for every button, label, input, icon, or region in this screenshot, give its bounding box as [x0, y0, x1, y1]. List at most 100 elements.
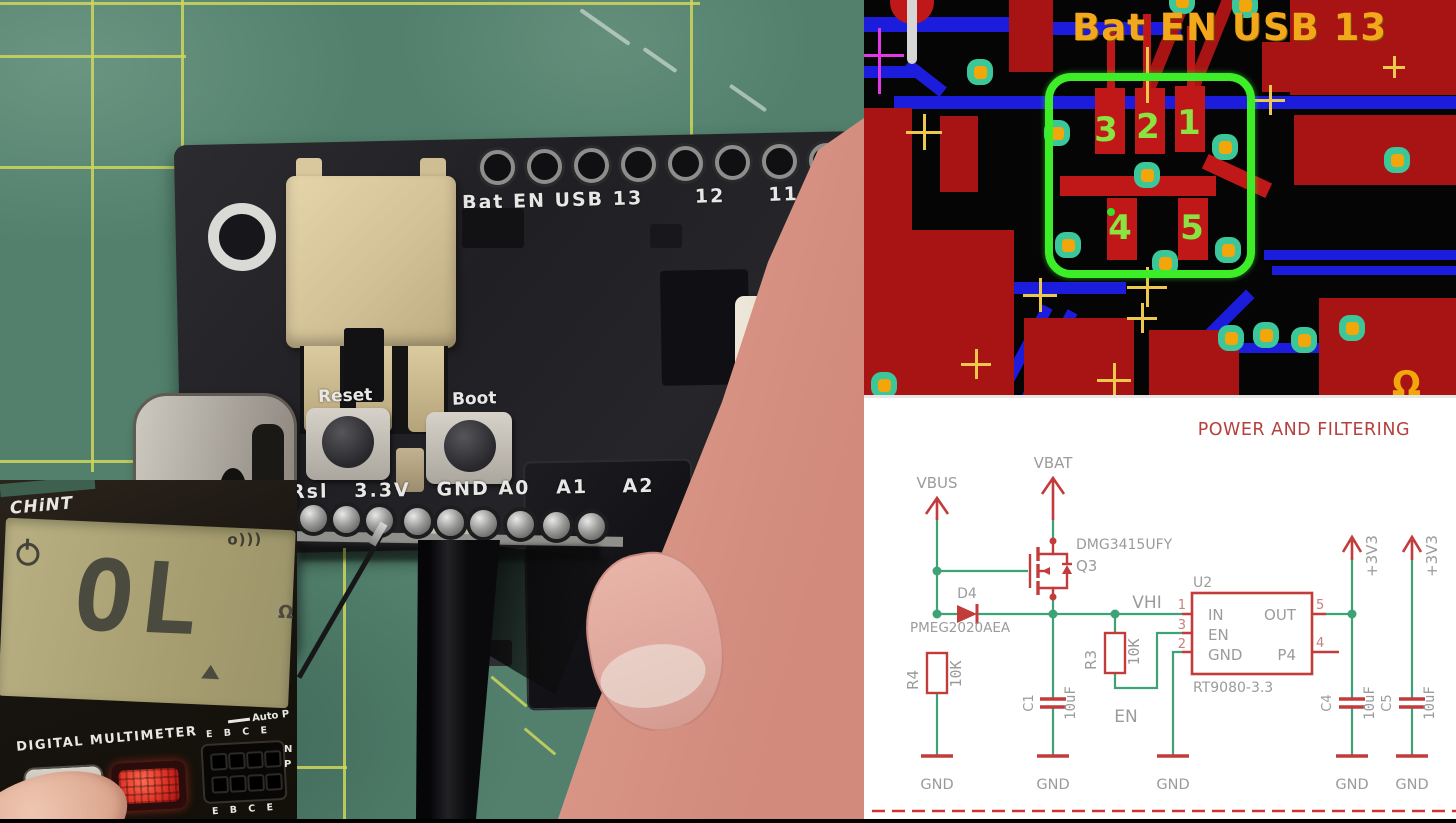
thumb [0, 752, 141, 819]
solder-pad [507, 511, 534, 538]
u2-pin-number-2: 2 [1178, 637, 1186, 652]
mosfet-arrow [1042, 567, 1050, 575]
pin-hole [527, 149, 562, 184]
c1-value: 10uF [1063, 686, 1079, 720]
drill-cross [961, 349, 991, 379]
multimeter-brand: CHiNT [9, 493, 75, 519]
via [1134, 162, 1160, 188]
regulator-chip [344, 328, 384, 402]
q3-ref: Q3 [1076, 557, 1097, 575]
mat-grid-line [0, 460, 138, 463]
u2-pin-numbers: 1 3 2 5 4 [1178, 598, 1325, 652]
resistor-r4-symbol [925, 651, 949, 695]
capacitor-c1-symbol [1040, 697, 1066, 709]
pcb-copper [1319, 298, 1456, 397]
transistor-socket [200, 739, 288, 805]
drill-cross [1383, 56, 1405, 78]
capacitor-c4-symbol [1339, 697, 1365, 709]
body-diode [1062, 565, 1072, 574]
u2-ref: U2 [1193, 575, 1212, 591]
r3-ref: R3 [1082, 650, 1100, 670]
vbat-arrow-icon [1040, 475, 1066, 520]
gnd-label: GND [1335, 777, 1368, 793]
mat-grid-line [297, 766, 347, 769]
pin-label-4: 4 [1108, 208, 1132, 248]
via [1212, 134, 1238, 160]
capacitor [396, 448, 424, 492]
reset-label: Reset [317, 385, 373, 407]
pcb-copper [1294, 115, 1456, 185]
u2-pin-number-1: 1 [1178, 598, 1186, 613]
schematic-wires [935, 518, 1414, 756]
p3v3-arrow-icon [1401, 534, 1423, 560]
mat-scratch [728, 83, 768, 113]
drill-cross [1255, 85, 1285, 115]
pcb-silkscreen-text: Bat EN USB 13 [1072, 6, 1388, 49]
net-label-vbus: VBUS [916, 474, 957, 492]
solder-pad [470, 510, 497, 537]
pcb-copper [940, 116, 978, 192]
net-label-en: EN [1114, 707, 1137, 727]
solder-pad [543, 512, 570, 539]
power-schematic: POWER AND FILTERING [872, 420, 1456, 813]
drill-cross [906, 114, 942, 150]
net-label-3v3: +3V3 [1423, 535, 1441, 577]
via [1218, 325, 1244, 351]
via [1232, 0, 1258, 18]
multimeter-inset: CHiNT o))) OL Ω Auto P DIGITAL MULTIMETE… [0, 480, 297, 819]
mounting-hole [208, 203, 276, 271]
pin-dot [1049, 593, 1057, 601]
net-label-vbat: VBAT [1034, 454, 1074, 472]
pin-label-5: 5 [1180, 208, 1204, 248]
battery-connector [286, 176, 456, 348]
capacitor-symbols [1040, 697, 1425, 709]
small-component [650, 224, 682, 248]
pad-1 [1175, 86, 1205, 152]
solder-pad [437, 509, 464, 536]
drill-cross [1097, 363, 1131, 397]
mat-scratch [642, 46, 678, 74]
gnd-label: GND [1036, 777, 1069, 793]
via [1169, 0, 1195, 14]
pin-label-1: 1 [1177, 103, 1201, 143]
board-photo-region: Bat EN USB 13 12 11 10 9 Reset Boot Rsl … [0, 0, 864, 819]
socket-n-label: N [284, 744, 293, 755]
via [1253, 322, 1279, 348]
c4-value: 10uF [1362, 686, 1378, 720]
pin-hole [480, 150, 515, 185]
reset-button-cap [322, 416, 374, 468]
wire-junctions [932, 566, 1357, 619]
pin-dot [1049, 537, 1057, 545]
vbus-arrow-icon [924, 495, 950, 520]
partial-silkscreen-glyph: Ω [1392, 364, 1421, 397]
lcd-reading: OL [68, 539, 212, 659]
cursor-crosshair [878, 28, 881, 94]
via [871, 372, 897, 397]
pin-hole [668, 146, 703, 181]
solder-pad [300, 505, 327, 532]
u2-pin-number-5: 5 [1316, 598, 1324, 613]
pcb-trace [1264, 250, 1456, 260]
c5-ref: C5 [1380, 694, 1395, 711]
pcb-layout-region: Bat EN USB 13 3 2 1 4 5 Ω [864, 0, 1456, 397]
pad-stem [1107, 28, 1115, 90]
cursor-crosshair [864, 54, 904, 57]
d4-ref: D4 [957, 586, 977, 602]
mat-grid-line [690, 0, 693, 170]
u2-pin-number-4: 4 [1316, 636, 1324, 651]
solder-pad [404, 508, 431, 535]
pcb-marker-bar [907, 0, 917, 64]
c1-ref: C1 [1022, 694, 1037, 711]
u2-pin-out: OUT [1264, 606, 1297, 624]
pcb-trace [1272, 266, 1456, 275]
pcb-copper [1262, 42, 1362, 92]
continuity-icon: o))) [227, 529, 263, 549]
pcb-trace [864, 17, 1014, 32]
u2-pin-p4: P4 [1277, 646, 1296, 664]
mat-grid-line [91, 0, 94, 472]
capacitor-c5-symbol [1399, 697, 1425, 709]
power-flag-icons [924, 475, 1423, 560]
pin-hole [574, 148, 609, 183]
p3v3-arrow-icon [1341, 534, 1363, 560]
schematic-title: POWER AND FILTERING [1198, 420, 1410, 440]
